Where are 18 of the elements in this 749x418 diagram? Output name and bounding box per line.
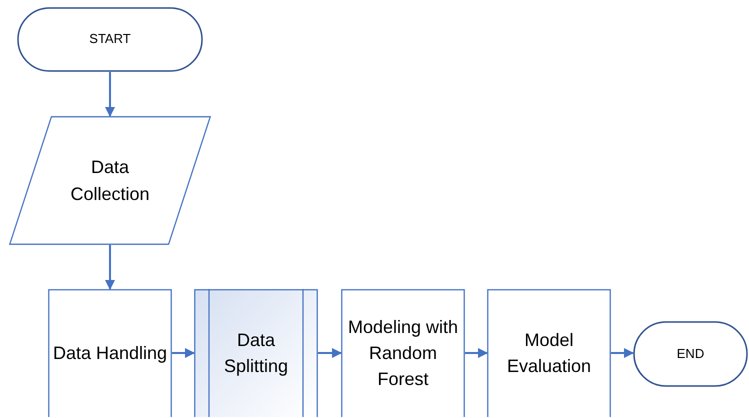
node-label: Model Evaluation [506,328,592,378]
node-label: Data Splitting [222,328,290,378]
node-label: Data Collection [69,156,151,206]
process-box [48,289,172,417]
arrow [318,348,342,358]
process-box [487,289,611,417]
arrow [465,348,488,358]
node-label: Data Handling [52,342,168,365]
arrow [172,348,195,358]
arrow [105,72,115,117]
arrow [611,348,634,358]
process-box [341,289,465,417]
predefined-process-box [194,289,318,417]
node-label: START [88,30,132,48]
node-label: END [676,344,706,363]
node-label: Modeling with Random Forest [346,316,460,392]
data-parallelogram [9,116,211,245]
arrow [105,245,115,290]
